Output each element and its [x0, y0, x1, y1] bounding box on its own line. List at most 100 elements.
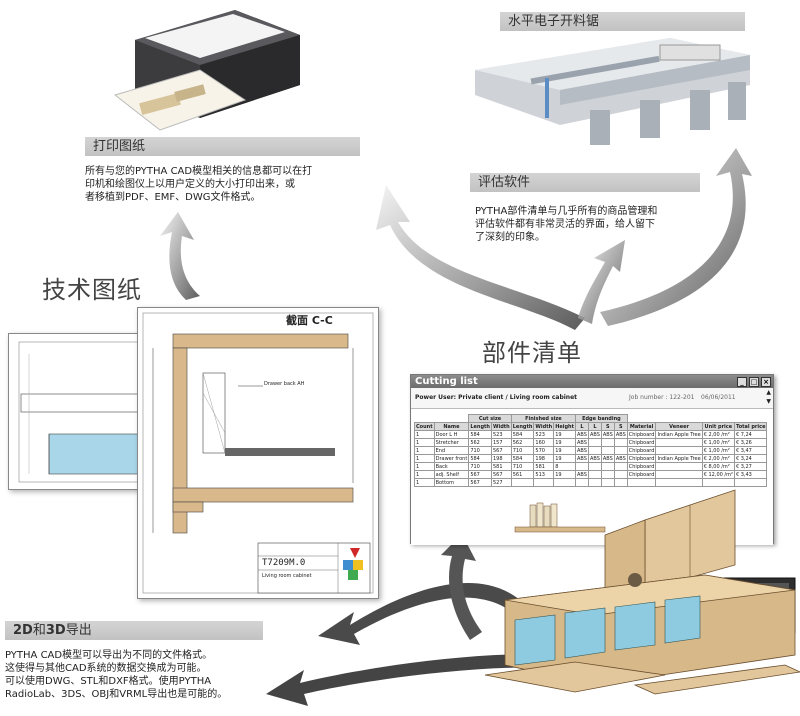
column-header: Total price — [733, 422, 768, 431]
table-cell — [733, 478, 768, 487]
table-cell — [587, 438, 602, 447]
export-heading: 2D和3D导出 — [5, 621, 263, 640]
column-header: Length — [468, 422, 492, 431]
close-icon[interactable]: × — [761, 377, 771, 387]
export-line-4: RadioLab、3DS、OBJ和VRML导出也是可能的。 — [5, 689, 228, 700]
column-header: S — [600, 422, 615, 431]
print-line-3: 者移植到PDF、EMF、DWG文件格式。 — [85, 192, 261, 203]
column-header: Unit price — [701, 422, 735, 431]
eval-description: PYTHA部件清单与几乎所有的商品管理和 评估软件都有非常灵活的界面，给人留下 … — [475, 205, 715, 244]
table-cell: 160 — [533, 438, 555, 447]
table-cell: 1 — [414, 446, 435, 455]
table-cell — [655, 446, 703, 455]
table-cell: ABS — [575, 470, 589, 479]
power-user-label: Power User: Private client / Living room… — [415, 394, 577, 401]
table-cell: 710 — [510, 446, 535, 455]
arrow-to-export-2 — [266, 654, 560, 706]
saw-heading: 水平电子开料锯 — [500, 12, 745, 31]
print-line-1: 所有与您的PYTHA CAD模型相关的信息都可以在打 — [85, 166, 313, 177]
table-cell: 581 — [533, 462, 555, 471]
panel-saw-image — [475, 38, 750, 145]
arrow-to-print — [160, 212, 200, 300]
cutting-list-titlebar[interactable]: Cutting list _ □ × — [411, 375, 773, 388]
table-cell: 19 — [553, 446, 577, 455]
table-cell: € 2,00 /m² — [701, 454, 735, 463]
maximize-icon[interactable]: □ — [749, 377, 759, 387]
table-cell — [613, 478, 628, 487]
table-cell: 198 — [533, 454, 555, 463]
parts-list-label: 部件清单 — [482, 339, 582, 367]
print-line-2: 印机和绘图仪上以用户定义的大小打印出来，或 — [85, 179, 295, 190]
export-heading-and: 和 — [32, 623, 46, 638]
table-cell: 584 — [510, 454, 535, 463]
table-cell: 567 — [490, 470, 512, 479]
table-cell: 19 — [553, 438, 577, 447]
table-cell: Chipboard — [626, 462, 657, 471]
table-cell: Chipboard — [626, 470, 657, 479]
table-cell: 523 — [490, 430, 512, 439]
table-cell: ABS — [575, 446, 589, 455]
group-edge-banding: Edge banding — [575, 414, 628, 423]
table-cell: ABS — [587, 454, 602, 463]
table-cell: Chipboard — [626, 430, 657, 439]
table-cell: ABS — [575, 430, 589, 439]
table-cell — [655, 470, 703, 479]
table-cell: 562 — [510, 438, 535, 447]
group-finished-size: Finished size — [510, 414, 577, 423]
table-cell — [600, 438, 615, 447]
table-cell: Bottom — [433, 478, 470, 487]
column-header: Count — [414, 422, 435, 431]
column-header: Veneer — [655, 422, 703, 431]
table-cell: 1 — [414, 454, 435, 463]
table-cell: 567 — [490, 446, 512, 455]
export-line-2: 这使得与其他CAD系统的数据交换成为可能。 — [5, 663, 207, 674]
print-heading: 打印图纸 — [85, 137, 360, 156]
export-heading-3d: 3D — [45, 623, 66, 638]
column-header: Material — [626, 422, 657, 431]
eval-heading: 评估软件 — [470, 173, 700, 192]
table-cell: End — [433, 446, 470, 455]
table-cell: Indian Apple Tree — [655, 430, 703, 439]
job-number: Job number : 122-201 — [629, 394, 695, 401]
table-cell: 710 — [468, 446, 492, 455]
table-cell — [600, 462, 615, 471]
arrow-to-export-1 — [318, 583, 520, 645]
eval-line-1: PYTHA部件清单与几乎所有的商品管理和 — [475, 206, 658, 217]
export-heading-2d: 2D — [13, 623, 33, 638]
column-header: S — [613, 422, 628, 431]
section-title: 截面 C-C — [286, 314, 333, 327]
table-cell: € 7,24 — [733, 430, 768, 439]
table-cell: 562 — [468, 438, 492, 447]
job-date: 06/06/2011 — [701, 394, 736, 401]
table-cell: ABS — [575, 454, 589, 463]
group-header-row: Cut size Finished size Edge banding — [414, 414, 767, 423]
table-cell: € 1,00 /m² — [701, 446, 735, 455]
table-cell — [613, 462, 628, 471]
table-cell: 8 — [553, 462, 577, 471]
table-cell — [587, 470, 602, 479]
table-cell: ABS — [587, 430, 602, 439]
scroll-down-icon[interactable]: ▼ — [766, 398, 771, 405]
column-header: Height — [553, 422, 577, 431]
table-cell: 157 — [490, 438, 512, 447]
table-cell: 561 — [510, 470, 535, 479]
table-cell: € 3,24 — [733, 454, 768, 463]
table-cell: 1 — [414, 462, 435, 471]
table-cell — [613, 470, 628, 479]
group-cut-size: Cut size — [468, 414, 512, 423]
scroll-up-icon[interactable]: ▲ — [766, 389, 771, 396]
printer-image — [113, 10, 300, 131]
table-cell: 513 — [533, 470, 555, 479]
table-cell: 581 — [490, 462, 512, 471]
minimize-icon[interactable]: _ — [737, 377, 747, 387]
table-cell — [655, 462, 703, 471]
export-line-1: PYTHA CAD模型可以导出为不同的文件格式。 — [5, 650, 213, 661]
